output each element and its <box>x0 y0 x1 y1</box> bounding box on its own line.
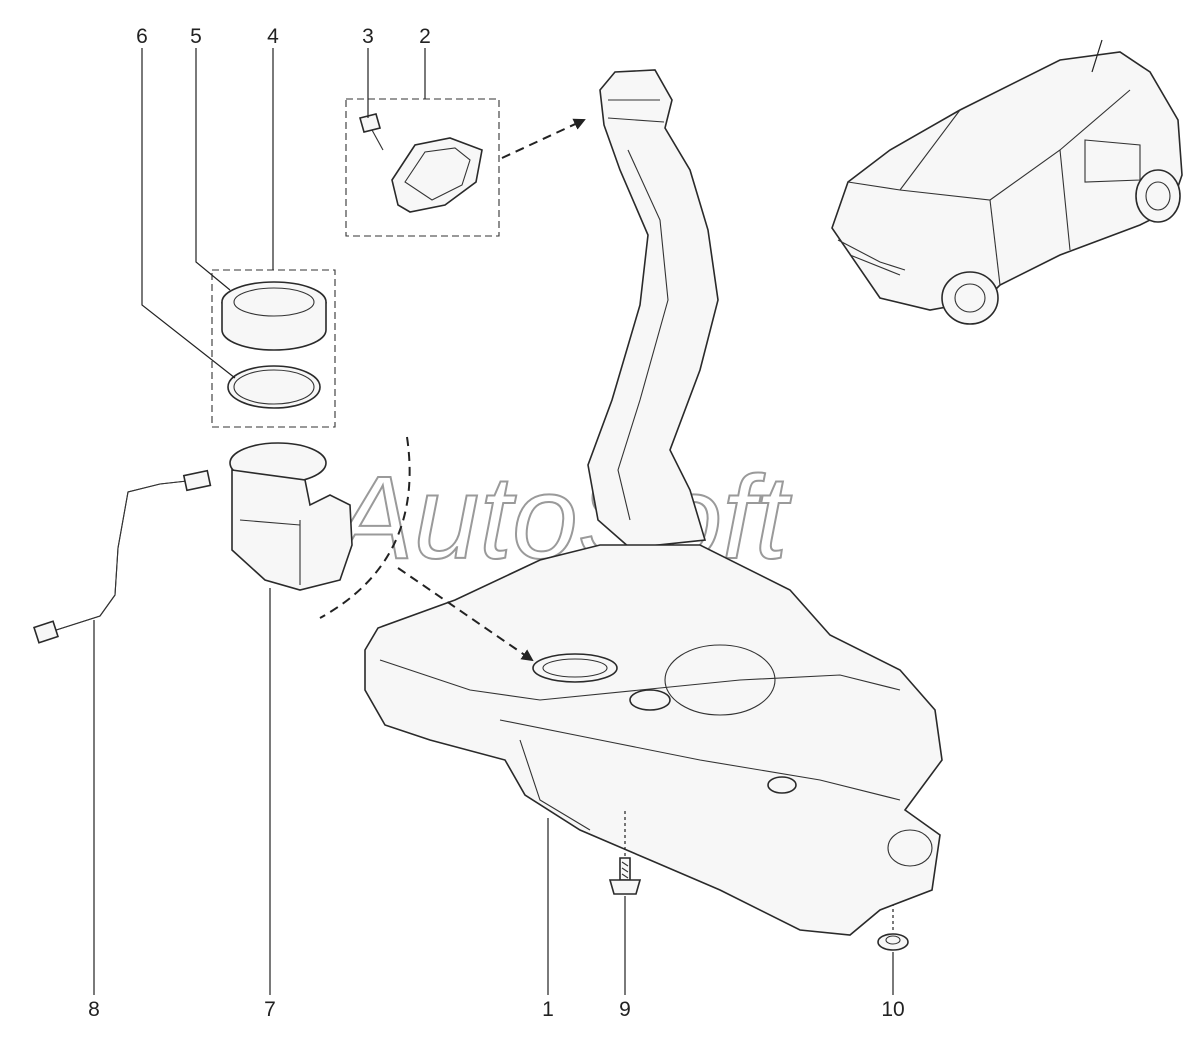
callout-8: 8 <box>88 998 100 1021</box>
install-arc <box>319 436 411 619</box>
callout-1: 1 <box>542 998 554 1021</box>
screw-part-3 <box>359 113 384 151</box>
leader-5 <box>195 48 231 291</box>
install-arrow-pump-module <box>397 567 534 662</box>
callout-9: 9 <box>619 998 631 1021</box>
seal-ring-part-6 <box>227 365 321 409</box>
install-arrow-filler-cap <box>501 118 586 159</box>
callout-6: 6 <box>136 25 148 48</box>
leader-6 <box>141 48 236 379</box>
vehicle-locator-illustration <box>831 39 1183 325</box>
callout-5: 5 <box>190 25 202 48</box>
group-box-filler-cap <box>345 98 500 237</box>
callout-2: 2 <box>419 25 431 48</box>
fuel-pump-module-part-7 <box>229 442 353 591</box>
callout-10: 10 <box>881 998 904 1021</box>
callout-7: 7 <box>264 998 276 1021</box>
retaining-nut-part-5 <box>221 281 327 351</box>
washer-part-10 <box>877 933 909 951</box>
bolt-part-9 <box>608 857 642 895</box>
fuel-tank-part-1 <box>364 69 943 936</box>
filler-cap-cover <box>391 137 483 213</box>
fuel-pipe-part-8 <box>33 469 212 644</box>
callout-4: 4 <box>267 25 279 48</box>
callout-3: 3 <box>362 25 374 48</box>
